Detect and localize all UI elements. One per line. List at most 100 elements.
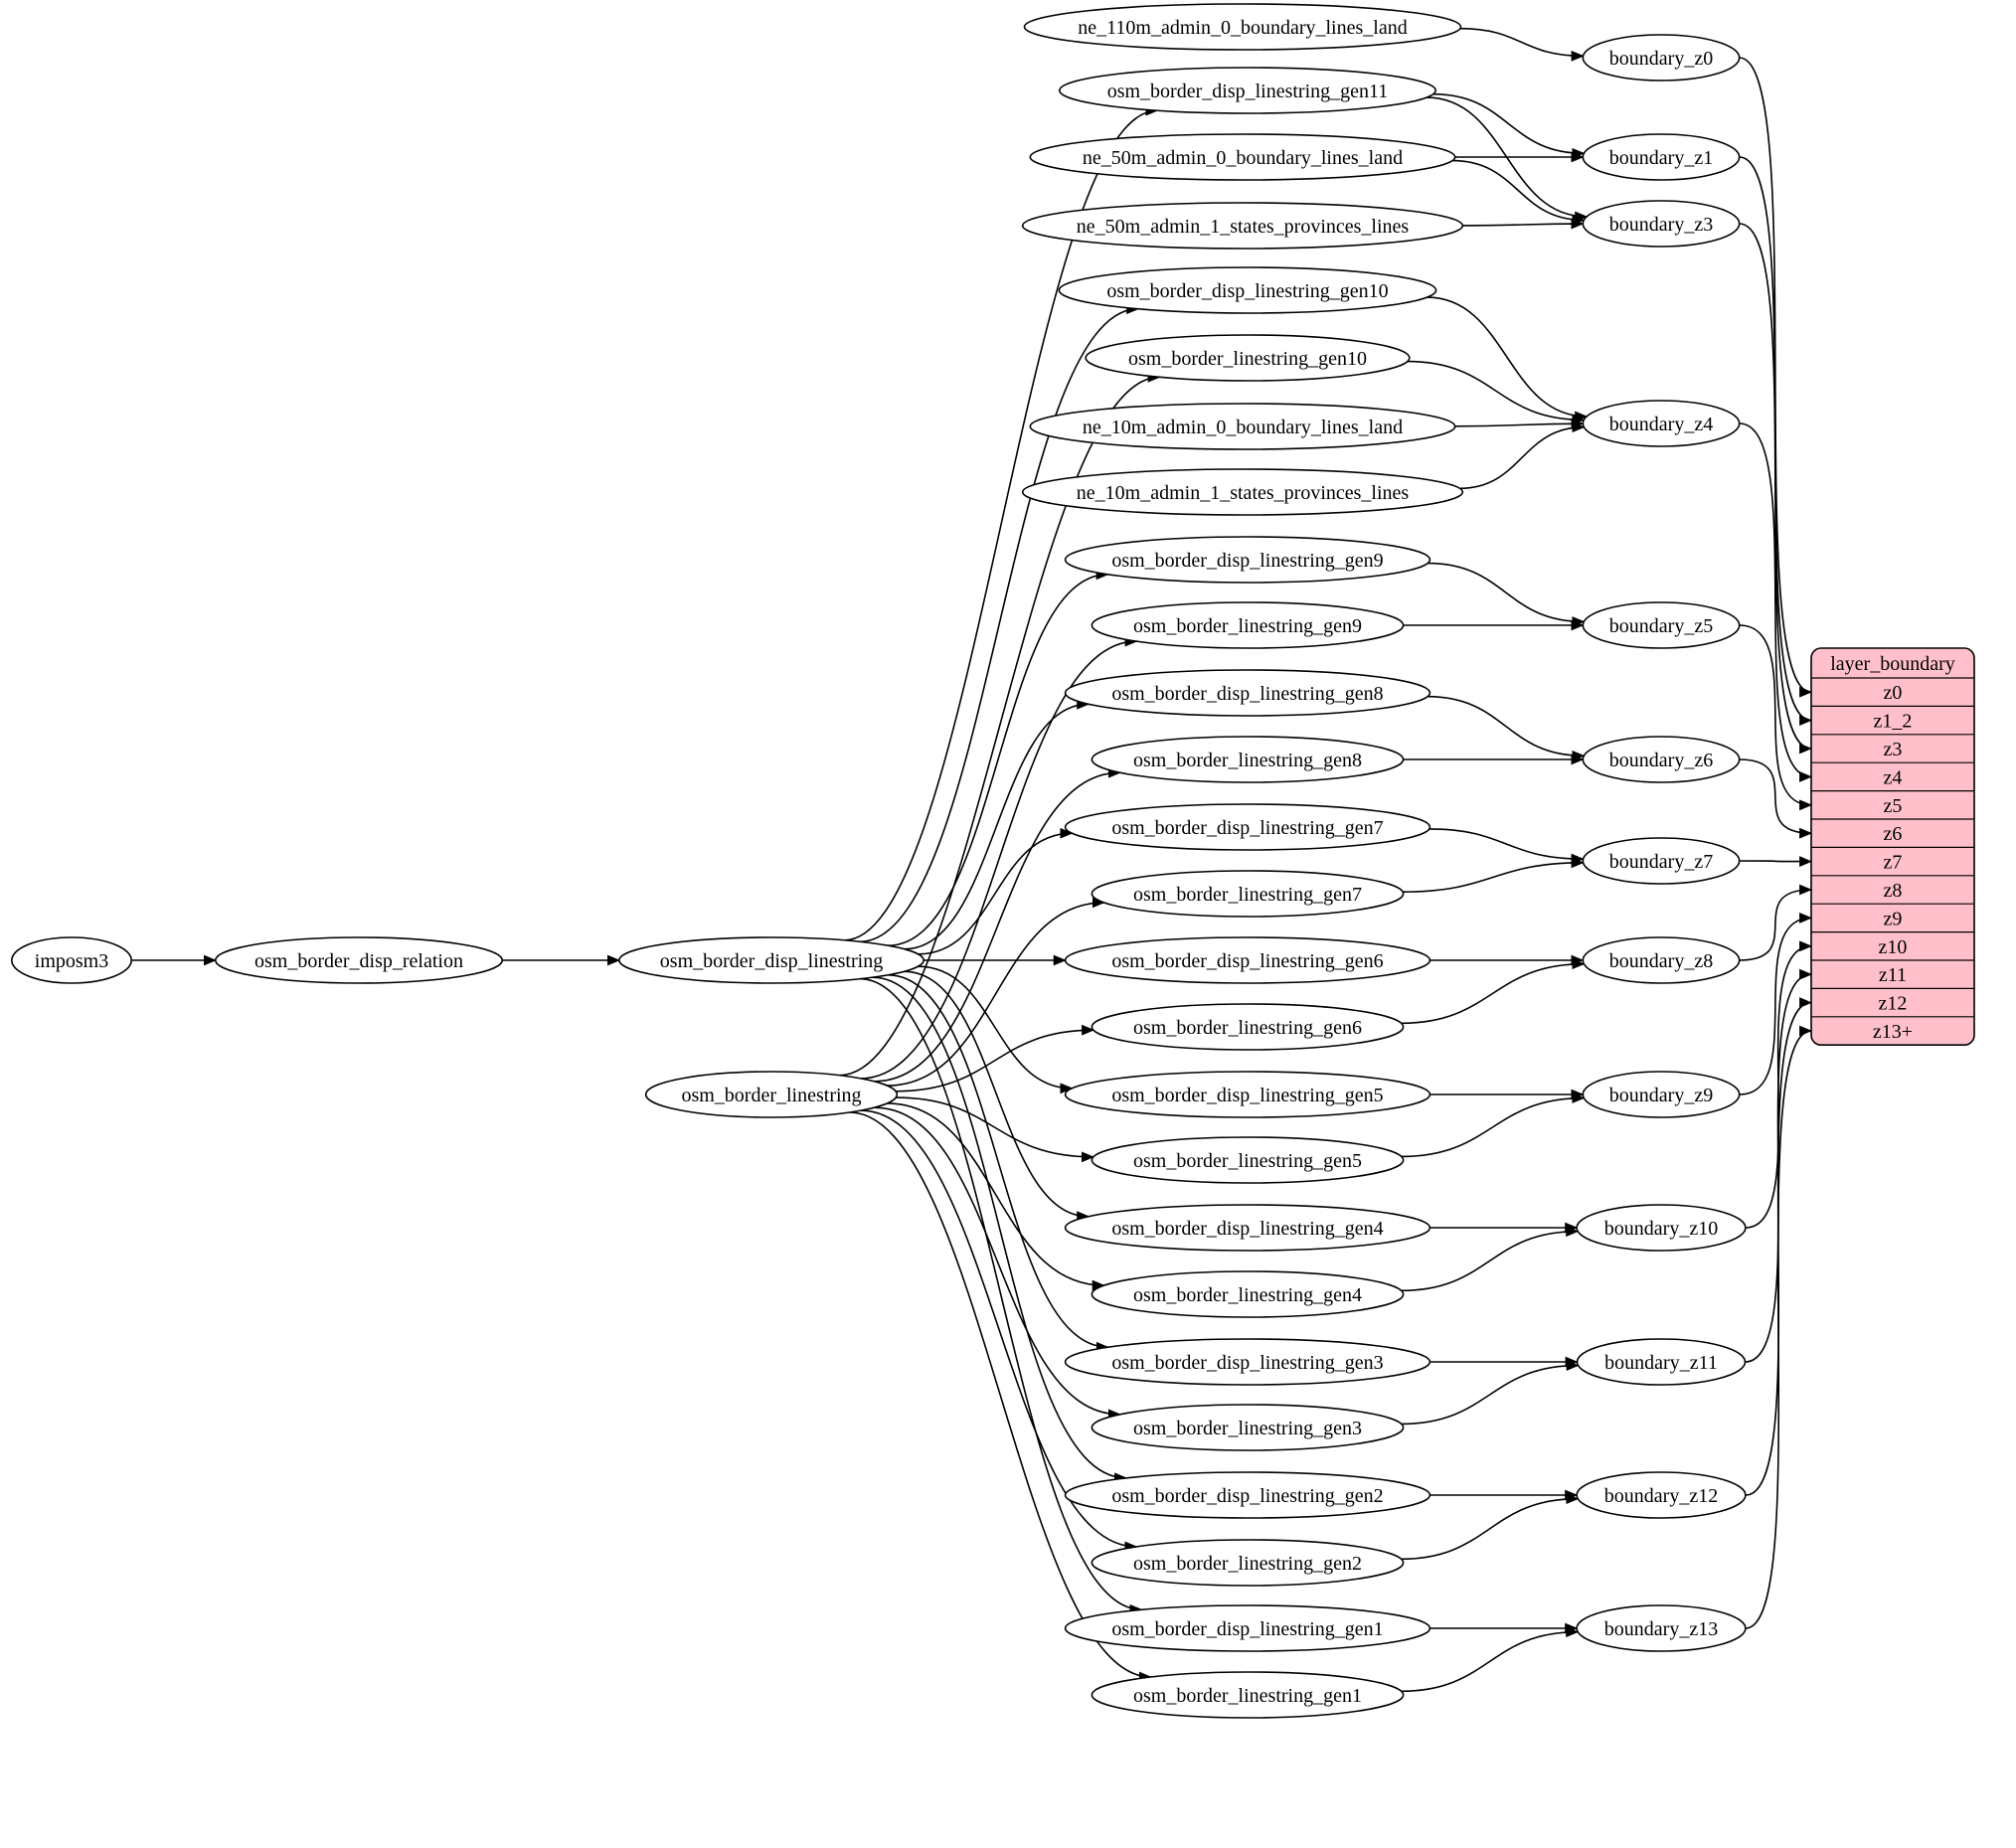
node-ne_10m_admin_0_boundary_lines_land: ne_10m_admin_0_boundary_lines_land — [1029, 403, 1456, 450]
boundary_z7-shape — [1582, 837, 1741, 885]
osm_border_linestring_gen6-label: osm_border_linestring_gen6 — [1133, 1017, 1362, 1039]
edge-ne_50m_admin_0_boundary_lines_land-to-boundary_z3 — [1452, 159, 1586, 226]
edge-osm_border_linestring_gen1-to-boundary_z13 — [1401, 1626, 1580, 1693]
node-osm_border_linestring_gen8: osm_border_linestring_gen8 — [1091, 736, 1405, 783]
boundary_z6-shape — [1582, 736, 1741, 783]
osm_border_disp_linestring_gen2-shape — [1064, 1471, 1431, 1519]
boundary_z6-label: boundary_z6 — [1609, 750, 1713, 771]
node-osm_border_linestring_gen10: osm_border_linestring_gen10 — [1085, 334, 1411, 382]
ne_50m_admin_1_states_provinces_lines-label: ne_50m_admin_1_states_provinces_lines — [1077, 216, 1410, 238]
edge-osm_border_disp_linestring-to-osm_border_disp_linestring_gen9 — [888, 569, 1109, 946]
node-boundary_z3: boundary_z3 — [1582, 200, 1741, 248]
osm_border_disp_linestring_gen5-shape — [1064, 1071, 1431, 1118]
edge-osm_border_linestring_gen7-to-boundary_z7 — [1403, 857, 1585, 893]
edge-osm_border_disp_linestring_gen11-to-boundary_z1 — [1432, 92, 1586, 159]
node-ne_110m_admin_0_boundary_lines_land: ne_110m_admin_0_boundary_lines_land — [1023, 3, 1462, 51]
node-osm_border_disp_linestring: osm_border_disp_linestring — [618, 936, 924, 984]
edge-boundary_z5-to-layer_boundary.z5 — [1739, 624, 1813, 811]
record-row-z7: z7 — [1884, 852, 1903, 874]
osm_border_disp_relation-shape — [215, 936, 503, 984]
edge-osm_border_disp_linestring-to-osm_border_disp_linestring_gen2 — [872, 976, 1128, 1484]
boundary_z10-shape — [1576, 1204, 1747, 1252]
node-boundary_z7: boundary_z7 — [1582, 837, 1741, 885]
node-boundary_z12: boundary_z12 — [1576, 1471, 1747, 1519]
record-row-z8: z8 — [1884, 880, 1903, 902]
node-osm_border_linestring: osm_border_linestring — [644, 1071, 899, 1118]
node-osm_border_disp_linestring_gen3: osm_border_disp_linestring_gen3 — [1064, 1338, 1431, 1386]
osm_border_disp_linestring_gen6-shape — [1064, 936, 1431, 984]
osm_border_linestring_gen5-shape — [1091, 1136, 1405, 1184]
node-boundary_z9: boundary_z9 — [1582, 1071, 1741, 1118]
ne_10m_admin_1_states_provinces_lines-label: ne_10m_admin_1_states_provinces_lines — [1077, 482, 1410, 504]
record-row-z13+: z13+ — [1873, 1021, 1913, 1043]
boundary_z4-label: boundary_z4 — [1609, 414, 1713, 435]
edge-osm_border_linestring-to-osm_border_linestring_gen6 — [895, 1024, 1095, 1092]
boundary_z13-shape — [1576, 1604, 1747, 1652]
record-row-z10: z10 — [1879, 936, 1908, 958]
osm_border_disp_linestring_gen6-label: osm_border_disp_linestring_gen6 — [1111, 950, 1383, 972]
osm_border_disp_linestring_gen4-label: osm_border_disp_linestring_gen4 — [1111, 1218, 1383, 1240]
node-boundary_z0: boundary_z0 — [1582, 34, 1741, 82]
osm_border_linestring_gen8-label: osm_border_linestring_gen8 — [1133, 750, 1362, 771]
edge-ne_10m_admin_1_states_provinces_lines-to-boundary_z4 — [1459, 421, 1586, 490]
node-osm_border_disp_linestring_gen7: osm_border_disp_linestring_gen7 — [1064, 803, 1431, 851]
node-boundary_z1: boundary_z1 — [1582, 133, 1741, 181]
ne_10m_admin_1_states_provinces_lines-shape — [1021, 468, 1464, 516]
boundary_z3-label: boundary_z3 — [1609, 214, 1713, 236]
ne_50m_admin_0_boundary_lines_land-label: ne_50m_admin_0_boundary_lines_land — [1083, 147, 1403, 169]
edge-osm_border_linestring_gen10-to-boundary_z4 — [1407, 360, 1586, 425]
ne_50m_admin_1_states_provinces_lines-shape — [1021, 202, 1464, 250]
edge-osm_border_linestring-to-osm_border_linestring_gen9 — [860, 635, 1138, 1080]
edge-boundary_z7-to-layer_boundary.z7 — [1739, 856, 1813, 868]
boundary_z10-label: boundary_z10 — [1604, 1218, 1718, 1240]
boundary_z12-shape — [1576, 1471, 1747, 1519]
node-osm_border_disp_linestring_gen9: osm_border_disp_linestring_gen9 — [1064, 536, 1431, 584]
boundary_z0-shape — [1582, 34, 1741, 82]
edge-osm_border_linestring_gen5-to-boundary_z9 — [1401, 1092, 1586, 1158]
boundary_z1-shape — [1582, 133, 1741, 181]
edge-osm_border_linestring_gen2-to-boundary_z12 — [1401, 1493, 1580, 1561]
boundary_z9-label: boundary_z9 — [1609, 1085, 1713, 1106]
osm_border_disp_linestring_gen8-shape — [1064, 669, 1431, 717]
osm_border_disp_linestring_gen9-label: osm_border_disp_linestring_gen9 — [1111, 550, 1383, 572]
node-osm_border_disp_linestring_gen11: osm_border_disp_linestring_gen11 — [1059, 67, 1437, 114]
osm_border_linestring_gen9-shape — [1091, 601, 1405, 649]
osm_border_linestring_gen3-shape — [1091, 1404, 1405, 1451]
node-boundary_z10: boundary_z10 — [1576, 1204, 1747, 1252]
edge-boundary_z8-to-layer_boundary.z8 — [1739, 884, 1813, 961]
record-box — [1810, 647, 1975, 1047]
record-layer-boundary: layer_boundaryz0z1_2z3z4z5z6z7z8z9z10z11… — [1810, 647, 1975, 1047]
boundary_z4-shape — [1582, 400, 1741, 447]
boundary_z8-shape — [1582, 936, 1741, 984]
edge-boundary_z6-to-layer_boundary.z6 — [1739, 758, 1813, 839]
osm_border_disp_relation-label: osm_border_disp_relation — [254, 950, 463, 972]
edge-osm_border_disp_linestring_gen7-to-boundary_z7 — [1428, 828, 1585, 865]
node-osm_border_disp_linestring_gen2: osm_border_disp_linestring_gen2 — [1064, 1471, 1431, 1519]
edge-osm_border_disp_linestring-to-osm_border_disp_linestring_gen10 — [859, 303, 1140, 943]
edge-osm_border_linestring_gen4-to-boundary_z10 — [1401, 1226, 1580, 1292]
ne_10m_admin_0_boundary_lines_land-label: ne_10m_admin_0_boundary_lines_land — [1083, 417, 1403, 438]
boundary_z1-label: boundary_z1 — [1609, 147, 1713, 169]
osm_border_disp_linestring-label: osm_border_disp_linestring — [660, 950, 883, 972]
boundary_z9-shape — [1582, 1071, 1741, 1118]
boundary_z7-label: boundary_z7 — [1609, 851, 1713, 873]
boundary_z5-shape — [1582, 601, 1741, 649]
imposm3-shape — [10, 936, 133, 984]
osm_border_linestring_gen4-label: osm_border_linestring_gen4 — [1133, 1284, 1362, 1306]
osm_border_linestring_gen6-shape — [1091, 1003, 1405, 1051]
edge-osm_border_linestring_gen6-to-boundary_z8 — [1401, 958, 1586, 1025]
node-ne_10m_admin_1_states_provinces_lines: ne_10m_admin_1_states_provinces_lines — [1021, 468, 1464, 516]
osm_border_linestring-label: osm_border_linestring — [681, 1085, 861, 1106]
osm_border_disp_linestring_gen10-label: osm_border_disp_linestring_gen10 — [1106, 280, 1388, 302]
node-boundary_z6: boundary_z6 — [1582, 736, 1741, 783]
osm_border_disp_linestring_gen10-shape — [1058, 266, 1437, 314]
osm_border_linestring-shape — [644, 1071, 899, 1118]
edge-boundary_z4-to-layer_boundary.z4 — [1739, 422, 1813, 782]
osm_border_linestring_gen9-label: osm_border_linestring_gen9 — [1133, 615, 1362, 637]
imposm3-label: imposm3 — [35, 950, 108, 972]
edge-osm_border_disp_linestring_gen8-to-boundary_z6 — [1428, 695, 1586, 761]
boundary_z12-label: boundary_z12 — [1604, 1485, 1718, 1507]
boundary_z0-label: boundary_z0 — [1609, 48, 1713, 70]
boundary_z13-label: boundary_z13 — [1604, 1618, 1718, 1640]
